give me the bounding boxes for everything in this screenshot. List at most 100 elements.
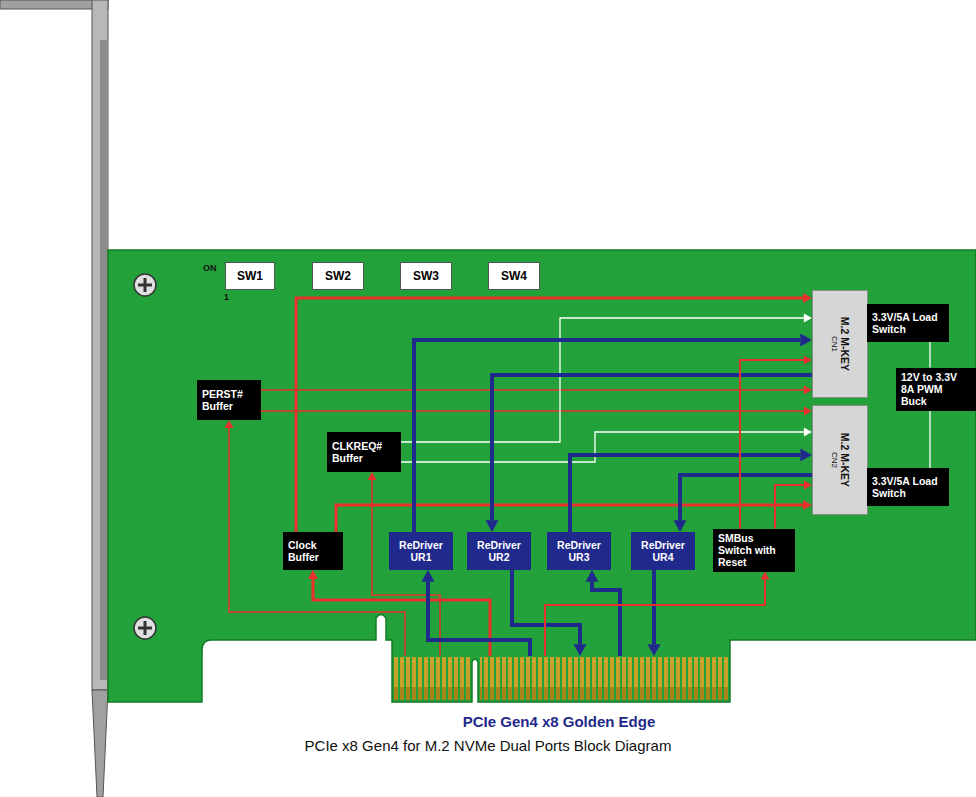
box-label: PERST# Buffer [202, 388, 256, 412]
dip-switch: SW4 [488, 262, 540, 290]
m2-connector: M.2 M-KEYCN2 [812, 405, 868, 515]
redriver-chip: ReDriver UR4 [631, 532, 695, 570]
connector-line [492, 375, 812, 520]
box-content: 12V to 3.3V 8A PWM Buck [901, 371, 971, 407]
connector-line [401, 432, 804, 462]
signal-connector [308, 570, 490, 656]
arrow-head [804, 428, 812, 437]
screw [134, 617, 156, 639]
arrow-head [368, 472, 377, 480]
connector-line [401, 318, 804, 442]
connector-line [414, 340, 800, 532]
box-label: ReDriver UR3 [552, 539, 606, 563]
dip-switch: SW2 [312, 262, 364, 290]
box-label: 3.3V/5A Load Switch [872, 475, 944, 499]
arrow-head [800, 449, 812, 462]
box-content: ReDriver UR2 [472, 539, 526, 563]
gold-fingers [394, 657, 470, 700]
arrow-head [804, 481, 812, 490]
connector-line [592, 582, 620, 656]
signal-connector [512, 570, 587, 656]
box-label: CLKREQ# Buffer [332, 440, 396, 464]
redriver-chip: ReDriver UR3 [547, 532, 611, 570]
arrow-head [804, 356, 812, 365]
box-content: ReDriver UR3 [552, 539, 606, 563]
signal-connector [570, 449, 812, 533]
arrow-head [486, 520, 499, 532]
signal-connector [486, 375, 813, 532]
dip-switch: SW3 [400, 262, 452, 290]
arrow-head [574, 644, 587, 656]
box-content: ReDriver UR1 [394, 539, 448, 563]
signal-connector [586, 570, 621, 656]
signal-connector [930, 411, 931, 469]
bracket-tab [92, 690, 108, 797]
box-label: ReDriver UR2 [472, 539, 526, 563]
component-box: 12V to 3.3V 8A PWM Buck [896, 368, 976, 411]
box-content: SW4 [501, 269, 527, 283]
box-content: SW1 [237, 269, 263, 283]
bracket-edge [100, 40, 108, 680]
arrow-head [586, 570, 599, 582]
signal-connector [775, 481, 812, 529]
connector-line [229, 428, 405, 656]
box-content: ReDriver UR4 [636, 539, 690, 563]
connector-line [428, 582, 530, 656]
box-label: 12V to 3.3V 8A PWM Buck [901, 371, 971, 407]
rotated-label: M.2 M-KEYCN2 [829, 410, 850, 510]
arrow-head [804, 314, 812, 323]
signal-connector [296, 293, 812, 532]
figure-caption: PCIe x8 Gen4 for M.2 NVMe Dual Ports Blo… [0, 737, 976, 754]
component-box: 3.3V/5A Load Switch [867, 468, 949, 506]
box-label: SMBus Switch with Reset [718, 532, 790, 568]
rotated-label: M.2 M-KEYCN1 [829, 295, 850, 393]
box-content: 3.3V/5A Load Switch [872, 311, 944, 335]
signal-connector [545, 572, 770, 657]
arrow-head [761, 572, 770, 580]
signal-connector [401, 314, 812, 443]
connector-line [929, 342, 930, 368]
connector-line [740, 360, 804, 529]
m2-connector: M.2 M-KEYCN1 [812, 290, 868, 398]
box-label: 3.3V/5A Load Switch [872, 311, 944, 335]
component-box: Clock Buffer [283, 532, 343, 570]
pcb-board [108, 250, 976, 702]
edge-connector: PCIe Gen4 x8 Golden Edge [390, 656, 728, 730]
bracket-plate [92, 0, 108, 690]
box-content: SW3 [413, 269, 439, 283]
connector-line [545, 580, 765, 656]
arrow-head [804, 407, 812, 416]
arrow-head [800, 334, 812, 347]
signal-connector [740, 356, 812, 529]
switch-marking: ON [203, 263, 217, 273]
redriver-chip: ReDriver UR1 [389, 532, 453, 570]
box-content: Clock Buffer [288, 539, 338, 563]
box-label: CN1 [829, 295, 838, 393]
signal-connector [648, 570, 661, 656]
screw [134, 274, 156, 296]
arrow-head [803, 500, 812, 510]
connector-line [261, 389, 804, 391]
box-content: SMBus Switch with Reset [718, 532, 790, 568]
signal-connector [674, 475, 813, 532]
signal-connector [261, 407, 812, 416]
box-label: SW3 [413, 269, 439, 283]
box-content: CLKREQ# Buffer [332, 440, 396, 464]
box-label: ReDriver UR1 [394, 539, 448, 563]
redriver-chip: ReDriver UR2 [467, 532, 531, 570]
signal-connector [225, 420, 406, 656]
box-content: 3.3V/5A Load Switch [872, 475, 944, 499]
connector-line [775, 485, 804, 529]
box-label: M.2 M-KEY [838, 410, 851, 510]
box-label: Clock Buffer [288, 539, 338, 563]
arrow-head [308, 570, 318, 579]
arrow-head [648, 644, 661, 656]
connector-line [680, 475, 812, 520]
box-label: SW1 [237, 269, 263, 283]
connector-line [652, 570, 656, 644]
component-box: CLKREQ# Buffer [327, 432, 401, 472]
box-content: PERST# Buffer [202, 388, 256, 412]
connector-line [313, 579, 490, 656]
